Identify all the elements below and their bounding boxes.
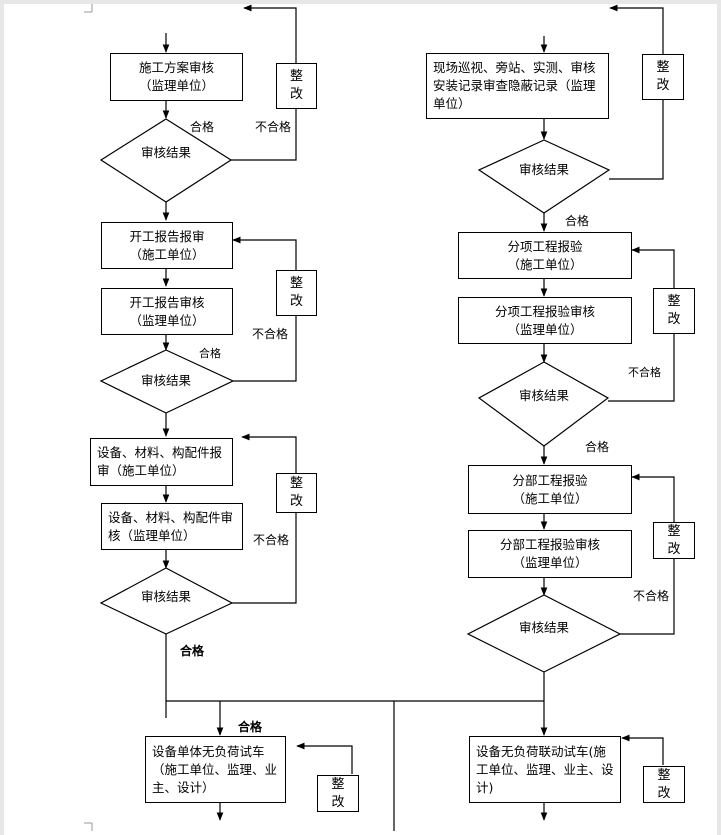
plan-review-box: 施工方案审核 （监理单位） xyxy=(110,53,243,101)
materials-report-box: 设备、材料、构配件报 审（施工单位） xyxy=(90,438,233,486)
sub-item-review-box: 分项工程报验审核 （监理单位） xyxy=(458,297,632,344)
right-decision-1-label: 审核结果 xyxy=(518,162,569,177)
sub-item-report-box: 分项工程报验 （施工单位） xyxy=(458,232,632,279)
right-decision-1-shape xyxy=(477,139,611,214)
left-pass-label-3: 合格 xyxy=(180,644,205,658)
right-rectify-box-3: 整 改 xyxy=(653,522,695,559)
left-pass-label-2: 合格 xyxy=(199,347,221,360)
left-decision-2-label: 审核结果 xyxy=(140,373,191,388)
single-test-box: 设备单体无负荷试车 （施工单位、监理、业 主、设计） xyxy=(145,736,286,803)
left-decision-3-label: 审核结果 xyxy=(140,589,191,604)
right-decision-2-shape xyxy=(477,361,610,447)
bottom-pass-label: 合格 xyxy=(238,720,263,734)
left-rectify-box-3: 整 改 xyxy=(276,473,317,513)
bottom-rectify-left: 整 改 xyxy=(317,775,359,812)
right-pass-label-2: 合格 xyxy=(585,440,610,454)
start-report-box: 开工报告报审 （施工单位） xyxy=(101,222,233,269)
left-rectify-box-1: 整 改 xyxy=(276,63,317,109)
left-fail-label-3: 不合格 xyxy=(253,533,290,547)
left-decision-3-shape xyxy=(99,567,234,635)
left-fail-label-1: 不合格 xyxy=(255,120,292,134)
right-decision-3-shape xyxy=(466,594,622,673)
right-fail-label-3: 不合格 xyxy=(633,589,670,603)
page-background xyxy=(4,4,717,835)
left-rectify-box-2: 整 改 xyxy=(276,270,317,316)
division-review-box: 分部工程报验审核 （监理单位） xyxy=(468,530,632,578)
materials-review-box: 设备、材料、构配件审 核（监理单位） xyxy=(101,503,243,550)
division-report-box: 分部工程报验 （施工单位） xyxy=(468,465,632,514)
right-rectify-box-2: 整 改 xyxy=(653,288,695,334)
right-rectify-box-1: 整 改 xyxy=(642,54,684,100)
start-review-box: 开工报告审核 （监理单位） xyxy=(101,288,233,335)
left-decision-1-shape xyxy=(99,118,233,203)
linked-test-box: 设备无负荷联动试车(施 工单位、监理、业主、设 计) xyxy=(469,736,621,803)
right-decision-3-label: 审核结果 xyxy=(518,620,569,635)
left-decision-1-label: 审核结果 xyxy=(140,145,191,160)
left-decision-2-shape xyxy=(99,349,235,414)
inspection-box: 现场巡视、旁站、实测、审核 安装记录审查隐蔽记录（监理 单位） xyxy=(426,53,609,119)
left-pass-label-1: 合格 xyxy=(190,120,215,134)
bottom-rectify-right: 整 改 xyxy=(643,766,685,803)
right-pass-label-1: 合格 xyxy=(565,214,590,228)
right-decision-2-label: 审核结果 xyxy=(518,388,569,403)
left-fail-label-2: 不合格 xyxy=(252,327,289,341)
right-fail-label-2: 不合格 xyxy=(628,366,661,379)
